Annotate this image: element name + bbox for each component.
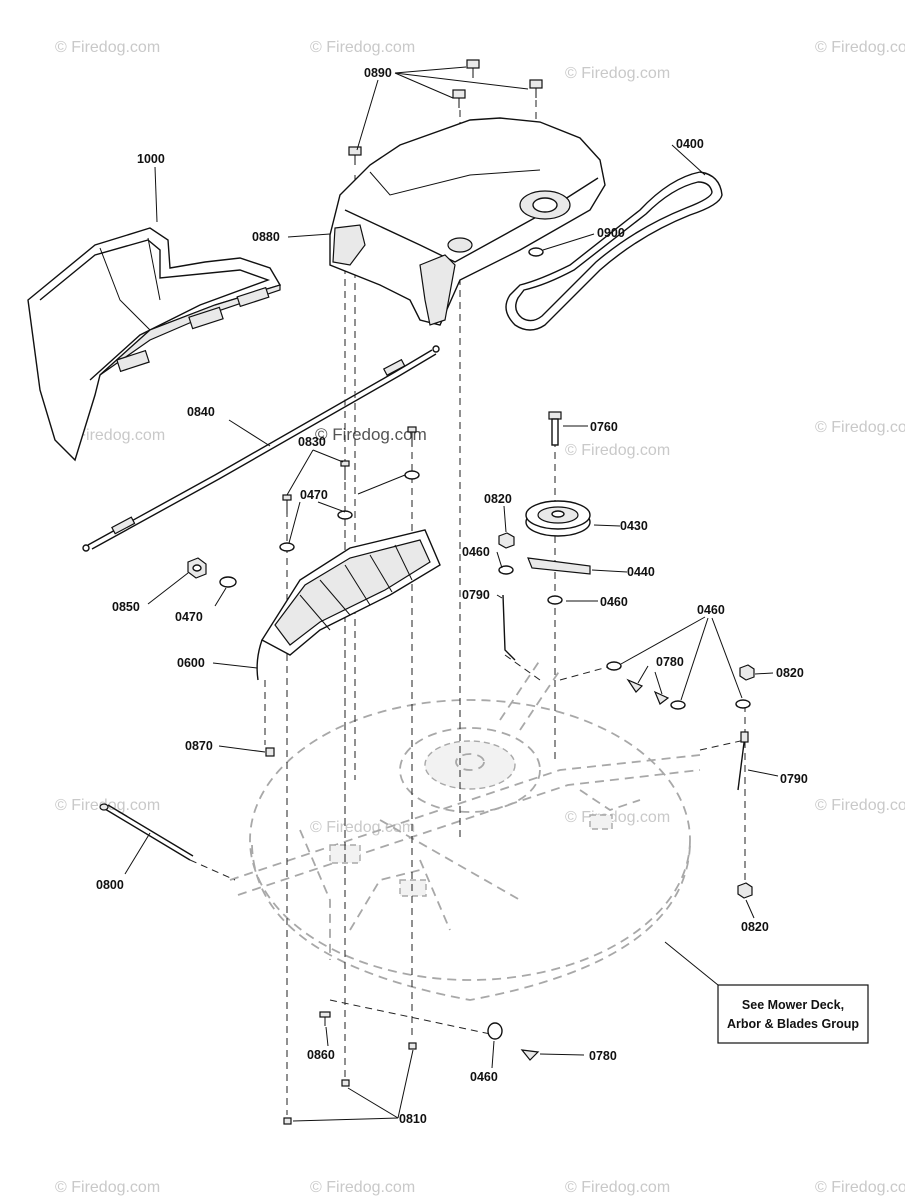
watermark: © Firedog.com: [310, 819, 415, 836]
callout-0460: 0460: [470, 1070, 498, 1084]
watermark: © Firedog.com: [55, 39, 160, 56]
watermark: © Firedog.com: [815, 419, 905, 436]
watermark: © Firedog.com: [310, 1179, 415, 1196]
callout-0900: 0900: [597, 226, 625, 240]
callout-0780: 0780: [656, 655, 684, 669]
watermark: © Firedog.com: [60, 427, 165, 444]
callout-0830: 0830: [298, 435, 326, 449]
part-0840-cable: [82, 345, 440, 552]
watermark: © Firedog.com: [565, 1179, 670, 1196]
reference-note-line2: Arbor & Blades Group: [727, 1017, 859, 1031]
watermark: © Firedog.com: [815, 39, 905, 56]
part-0870-clip: [265, 747, 275, 757]
callout-0460: 0460: [462, 545, 490, 559]
watermark: © Firedog.com: [310, 39, 415, 56]
part-0460-washers: [487, 565, 751, 1040]
part-0810-bushings: [283, 1042, 417, 1125]
reference-note-line1: See Mower Deck,: [742, 998, 844, 1012]
watermark: © Firedog.com: [565, 65, 670, 82]
part-0470-washers: [219, 470, 420, 588]
callout-0850: 0850: [112, 600, 140, 614]
part-0760-bolt: [548, 411, 562, 446]
callout-0400: 0400: [676, 137, 704, 151]
part-0820-nut: [498, 532, 515, 549]
watermark: © Firedog.com: [565, 442, 670, 459]
part-1000-chute: [27, 227, 282, 462]
callout-0600: 0600: [177, 656, 205, 670]
watermark: © Firedog.com: [565, 809, 670, 826]
watermark: © Firedog.com: [815, 1179, 905, 1196]
callout-0860: 0860: [307, 1048, 335, 1062]
part-0400-belt: [505, 171, 723, 331]
callout-0790: 0790: [462, 588, 490, 602]
callout-0820: 0820: [741, 920, 769, 934]
part-0880-cover: [329, 117, 606, 326]
part-0820-nut: [739, 664, 755, 681]
part-0900-washer: [528, 247, 544, 257]
part-0850-nut: [187, 557, 207, 579]
callout-0760: 0760: [590, 420, 618, 434]
callout-0440: 0440: [627, 565, 655, 579]
callout-0470: 0470: [175, 610, 203, 624]
watermark: © Firedog.com: [815, 797, 905, 814]
watermark: © Firedog.com: [55, 1179, 160, 1196]
part-0830-bolts: [282, 426, 417, 514]
part-0820-nut: [737, 882, 753, 899]
callout-0820: 0820: [484, 492, 512, 506]
callout-0840: 0840: [187, 405, 215, 419]
callout-0460: 0460: [600, 595, 628, 609]
callout-0430: 0430: [620, 519, 648, 533]
part-0790-rods: [502, 594, 749, 791]
part-0780-clips: [520, 678, 670, 1061]
callout-0810: 0810: [399, 1112, 427, 1126]
callout-1000: 1000: [137, 152, 165, 166]
part-0890-bolts: [348, 59, 543, 165]
part-0600-panel: [256, 529, 441, 681]
part-0800-pin: [99, 803, 194, 861]
callout-0880: 0880: [252, 230, 280, 244]
part-0430-pulley: [525, 500, 591, 537]
watermark-layer: © Firedog.com © Firedog.com © Firedog.co…: [55, 39, 905, 1196]
mower-deck-ghost: [229, 659, 701, 1001]
callout-0870: 0870: [185, 739, 213, 753]
callout-labels: 1000 0890 0880 0400 0900 0840 0830 0470 …: [96, 66, 808, 1126]
reference-note: See Mower Deck, Arbor & Blades Group: [717, 984, 869, 1044]
leader-lines: [124, 66, 779, 1122]
part-0440-arm: [527, 557, 591, 575]
callout-0890: 0890: [364, 66, 392, 80]
callout-0800: 0800: [96, 878, 124, 892]
callout-0470: 0470: [300, 488, 328, 502]
part-0860-pin: [319, 1011, 331, 1026]
callout-0820: 0820: [776, 666, 804, 680]
watermark-prominent: © Firedog.com: [315, 425, 427, 444]
callout-0790: 0790: [780, 772, 808, 786]
callout-0460: 0460: [697, 603, 725, 617]
callout-0780: 0780: [589, 1049, 617, 1063]
